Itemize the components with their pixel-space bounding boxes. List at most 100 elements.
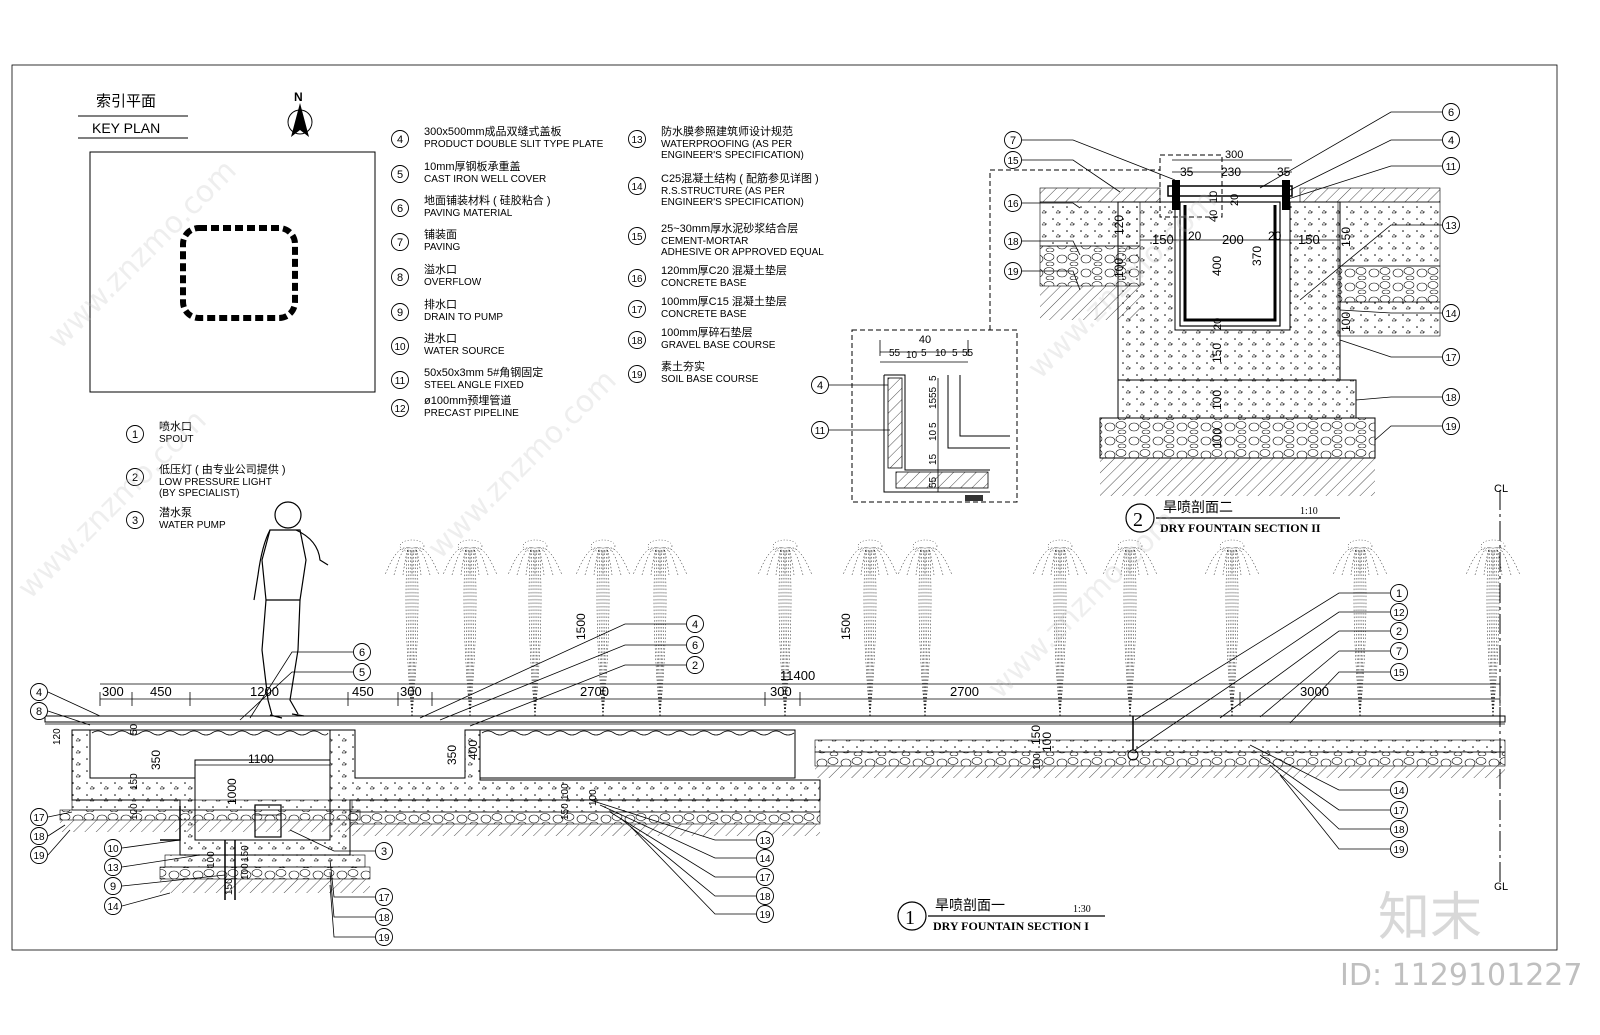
callout-number: 17 [631,305,643,316]
leader-line [1339,309,1442,314]
leader-line [1284,165,1442,201]
legend-label-en-2: ENGINEER'S SPECIFICATION) [661,197,804,208]
jet-crown [399,539,425,553]
jet-stream [384,547,413,717]
callout-circle [126,425,144,443]
section-2-callout-18: 18 [1004,232,1022,250]
jet-stream [924,547,953,717]
callout-circle [756,831,774,849]
callout-number: 13 [631,135,643,146]
dim-label: 15 [928,397,939,409]
legend-label-en: SPOUT [159,434,193,445]
callout-circle [1390,781,1408,799]
jet-stream [1359,547,1379,717]
section-1-callout-top-5: 5 [353,663,371,681]
dim-label-vertical: 350 [149,750,163,770]
legend-label-en: SOIL BASE COURSE [661,374,759,385]
callout-number: 2 [1396,626,1402,638]
leader-line [47,811,73,818]
jet-stream [897,547,926,717]
callout-circle [756,887,774,905]
dim-label-vertical: 100 [1032,753,1043,770]
section-1-callout-9: 9 [104,877,122,895]
section-1-callout-right-15: 15 [1390,663,1408,681]
jet-stream [1213,547,1233,717]
callout-circle [375,928,393,946]
callout-circle [628,227,646,245]
callout-number: 11 [815,426,826,437]
jet-crown [912,539,938,553]
callout-circle [30,846,48,864]
jet-stream [650,547,661,717]
callout-number: 10 [107,844,119,855]
callout-number: 17 [378,893,390,904]
callout-number: 6 [359,647,365,659]
callout-number: 9 [397,307,403,319]
jet-stream [659,547,688,717]
section-2-callout-7: 7 [1004,131,1022,149]
section-1-callout-bottom-3: 3 [375,842,393,860]
legend-label-en: PRODUCT DOUBLE SLIT TYPE PLATE [424,139,604,150]
leader-line [1289,671,1390,724]
legend-label-en: PRECAST PIPELINE [424,408,519,419]
jet-stream [632,547,661,717]
jet-stream [784,547,795,717]
leader-line [1022,240,1081,256]
jet-stream [469,547,498,717]
callout-circle [1004,232,1022,250]
section-1-callout-top-6: 6 [686,636,704,654]
section-1-callout-right-2: 2 [1390,622,1408,640]
legend-label-en-2: ENGINEER'S SPECIFICATION) [661,150,804,161]
callout-circle [375,842,393,860]
jet-crown [590,539,616,553]
watermark-site-2: www.znzmo.com [421,363,624,566]
north-label: N [294,90,303,104]
callout-circle [30,808,48,826]
section-1-callout-bottom-18: 18 [375,908,393,926]
jet-crown [1117,539,1143,553]
centerline-label-top: CL [1494,483,1508,495]
leader-line [609,811,756,878]
drawing-frame [11,64,1558,951]
section-1-callouts: 4817181910139146546231718191314171819112… [30,584,1408,946]
legend-label-cn: 100mm厚碎石垫层 [661,325,753,339]
jet-stream [1332,547,1361,717]
callout-number: 17 [1445,353,1457,364]
callout-circle [391,337,409,355]
callout-circle [1442,103,1460,121]
dim-label-vertical: 150 [1029,725,1043,745]
callout-circle [628,331,646,349]
jet-stream [1231,547,1242,717]
fountain-jet [842,539,898,717]
leader-line [121,874,226,887]
legend-label-en: LOW PRESSURE LIGHT [159,477,272,488]
jet-stream [1465,547,1494,717]
callout-number: 8 [397,272,403,284]
leader-line [1269,764,1390,830]
section-1-title: 1 旱喷剖面一 1:30 DRY FOUNTAIN SECTION I [897,897,1105,933]
callout-circle [1390,622,1408,640]
legend-label-cn: 进水口 [424,332,457,345]
dim-label-pit: 1100 [248,752,274,766]
dim-label: 1200 [250,684,279,699]
jet-stream [469,547,480,717]
jet-stream [593,547,604,717]
callout-number: 17 [1393,806,1405,817]
section-1-callout-bottom-13: 13 [756,831,774,849]
section-1-callout-10: 10 [104,839,122,857]
leader-line [1339,339,1442,358]
callout-number: 14 [759,854,771,865]
legend-label-en: OVERFLOW [424,277,482,288]
jet-stream [1129,547,1158,717]
jet-stream [1359,547,1388,717]
section-1-callout-top-2: 2 [686,656,704,674]
callout-circle [1004,151,1022,169]
legend-number: 9 [391,303,409,321]
dim-label: 15 [928,453,939,465]
fountain-jets [384,539,1521,717]
dim-label: 5 [921,348,927,359]
dim-label: 300 [1225,149,1243,161]
leader-line [1374,425,1442,441]
